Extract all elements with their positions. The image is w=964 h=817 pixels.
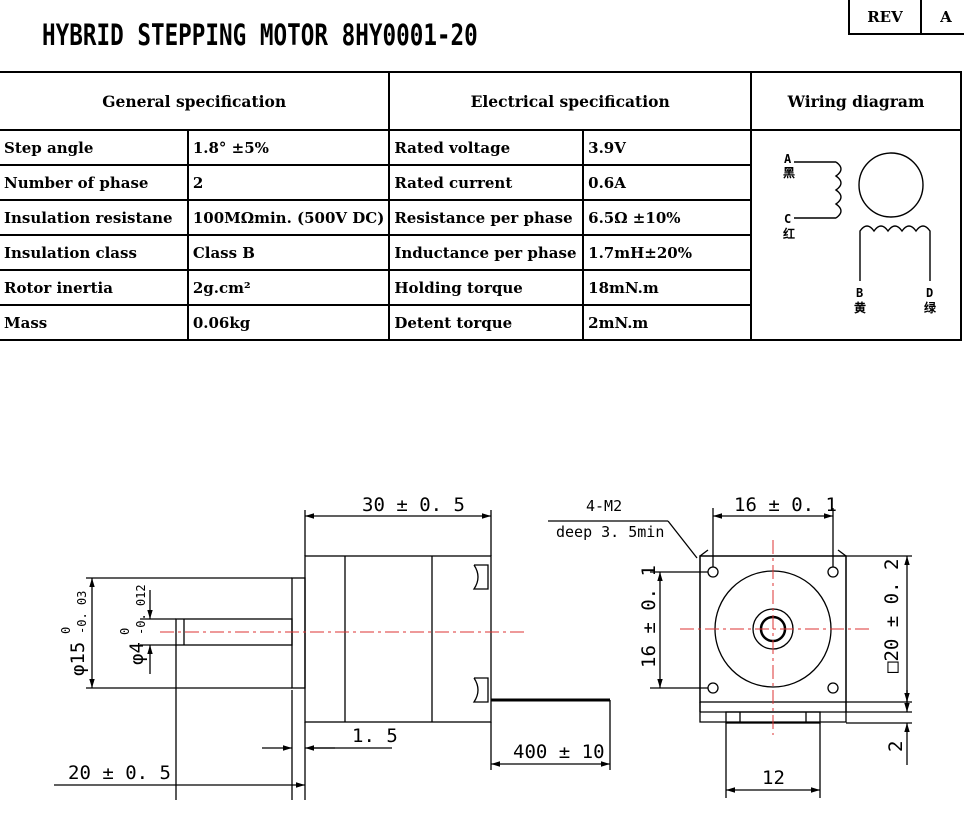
wiring-diagram-header: Wiring diagram xyxy=(749,71,963,131)
wire-d-label: D xyxy=(926,286,933,300)
general-value: 100MΩmin. (500V DC) xyxy=(186,199,391,236)
boss-circle xyxy=(714,570,832,688)
dim-hole-spacing-v: 16 ± 0. 1 xyxy=(638,565,660,668)
dim-shaft-tol-up: 0 xyxy=(118,628,132,635)
electrical-spec-header: Electrical specification xyxy=(388,71,752,131)
electrical-value: 18mN.m xyxy=(582,269,752,306)
dim-boss-tol-low: -0. 03 xyxy=(75,591,89,634)
wire-b-color: 黄 xyxy=(854,300,866,315)
connector xyxy=(725,711,821,724)
wire-a-color: 黑 xyxy=(783,166,795,180)
mount-hole xyxy=(827,566,839,578)
phase-b-coil xyxy=(859,225,931,281)
general-spec-header: General specification xyxy=(0,71,391,131)
electrical-value: 6.5Ω ±10% xyxy=(582,199,752,236)
general-label: Number of phase xyxy=(0,164,189,201)
electrical-label: Resistance per phase xyxy=(388,199,585,236)
dim-boss-dia: φ15 xyxy=(67,642,89,676)
general-value: Class B xyxy=(186,234,391,271)
general-value: 1.8° ±5% xyxy=(186,129,391,166)
general-value: 2g.cm² xyxy=(186,269,391,306)
dim-shaft-length: 20 ± 0. 5 xyxy=(68,762,171,784)
electrical-label: Rated current xyxy=(388,164,585,201)
table-row: Mass 0.06kg Detent torque 2mN.m xyxy=(0,304,961,341)
spec-header-row: General specification Electrical specifi… xyxy=(0,71,963,131)
electrical-value: 0.6A xyxy=(582,164,752,201)
electrical-value: 1.7mH±20% xyxy=(582,234,752,271)
electrical-value: 2mN.m xyxy=(582,304,752,341)
dim-lead-length: 400 ± 10 xyxy=(513,741,605,763)
rev-label: REV xyxy=(850,0,922,33)
table-row: Insulation resistane 100MΩmin. (500V DC)… xyxy=(0,199,961,236)
dim-shaft-dia: φ4 xyxy=(126,642,148,665)
rear-cap-clip-bottom xyxy=(472,677,489,703)
phase-a-coil xyxy=(793,161,842,219)
front-boss xyxy=(291,577,306,689)
bearing-circle xyxy=(752,608,794,650)
electrical-label: Holding torque xyxy=(388,269,585,306)
electrical-label: Inductance per phase xyxy=(388,234,585,271)
motor-front-face xyxy=(699,555,847,703)
dim-boss-tol-up: 0 xyxy=(59,627,73,634)
wire-c-color: 红 xyxy=(783,226,795,241)
rev-value: A xyxy=(940,7,952,26)
table-row: Insulation class Class B Inductance per … xyxy=(0,234,961,271)
motor-front-square xyxy=(699,549,847,723)
general-label: Rotor inertia xyxy=(0,269,189,306)
rotor-circle xyxy=(858,152,924,218)
mount-hole xyxy=(707,566,719,578)
mount-hole xyxy=(707,682,719,694)
motor-body-side xyxy=(304,555,492,723)
wiring-diagram: A 黑 C 红 B 黄 D 绿 xyxy=(749,129,963,341)
wire-b-label: B xyxy=(856,286,863,300)
general-label: Insulation class xyxy=(0,234,189,271)
wiring-diagram-svg: A 黑 C 红 B 黄 D 绿 xyxy=(783,152,937,315)
general-value: 0.06kg xyxy=(186,304,391,341)
electrical-label: Detent torque xyxy=(388,304,585,341)
rear-cap-clip-top xyxy=(472,564,489,590)
electrical-value: 3.9V xyxy=(582,129,752,166)
dim-flange: 1. 5 xyxy=(352,725,398,747)
dim-shaft-tol-low: -0. 012 xyxy=(134,584,148,635)
motor-shaft xyxy=(175,618,293,646)
wire-a-label: A xyxy=(784,152,792,166)
drawing-title: HYBRID STEPPING MOTOR 8HY0001-20 xyxy=(42,18,478,52)
general-label: Mass xyxy=(0,304,189,341)
table-row: Step angle 1.8° ±5% Rated voltage 3.9V A… xyxy=(0,129,963,341)
wire-d-color: 绿 xyxy=(924,300,937,315)
shaft-circle xyxy=(759,615,787,643)
general-value: 2 xyxy=(186,164,391,201)
electrical-label: Rated voltage xyxy=(388,129,585,166)
revision-box: REV A xyxy=(848,0,964,35)
dim-connector-height: 2 xyxy=(885,741,907,752)
dim-hole-spacing-h: 16 ± 0. 1 xyxy=(734,494,837,516)
dim-body-length: 30 ± 0. 5 xyxy=(362,494,465,516)
dim-square: □20 ± 0. 2 xyxy=(881,559,903,673)
spec-table: General specification Electrical specifi… xyxy=(0,71,963,341)
table-row: Number of phase 2 Rated current 0.6A xyxy=(0,164,961,201)
general-label: Insulation resistane xyxy=(0,199,189,236)
dim-connector-width: 12 xyxy=(762,767,785,789)
wire-c-label: C xyxy=(784,212,791,226)
note-holes: 4-M2 xyxy=(586,497,622,515)
mount-hole xyxy=(827,682,839,694)
note-hole-depth: deep 3. 5min xyxy=(556,523,664,541)
general-label: Step angle xyxy=(0,129,189,166)
table-row: Rotor inertia 2g.cm² Holding torque 18mN… xyxy=(0,269,961,306)
